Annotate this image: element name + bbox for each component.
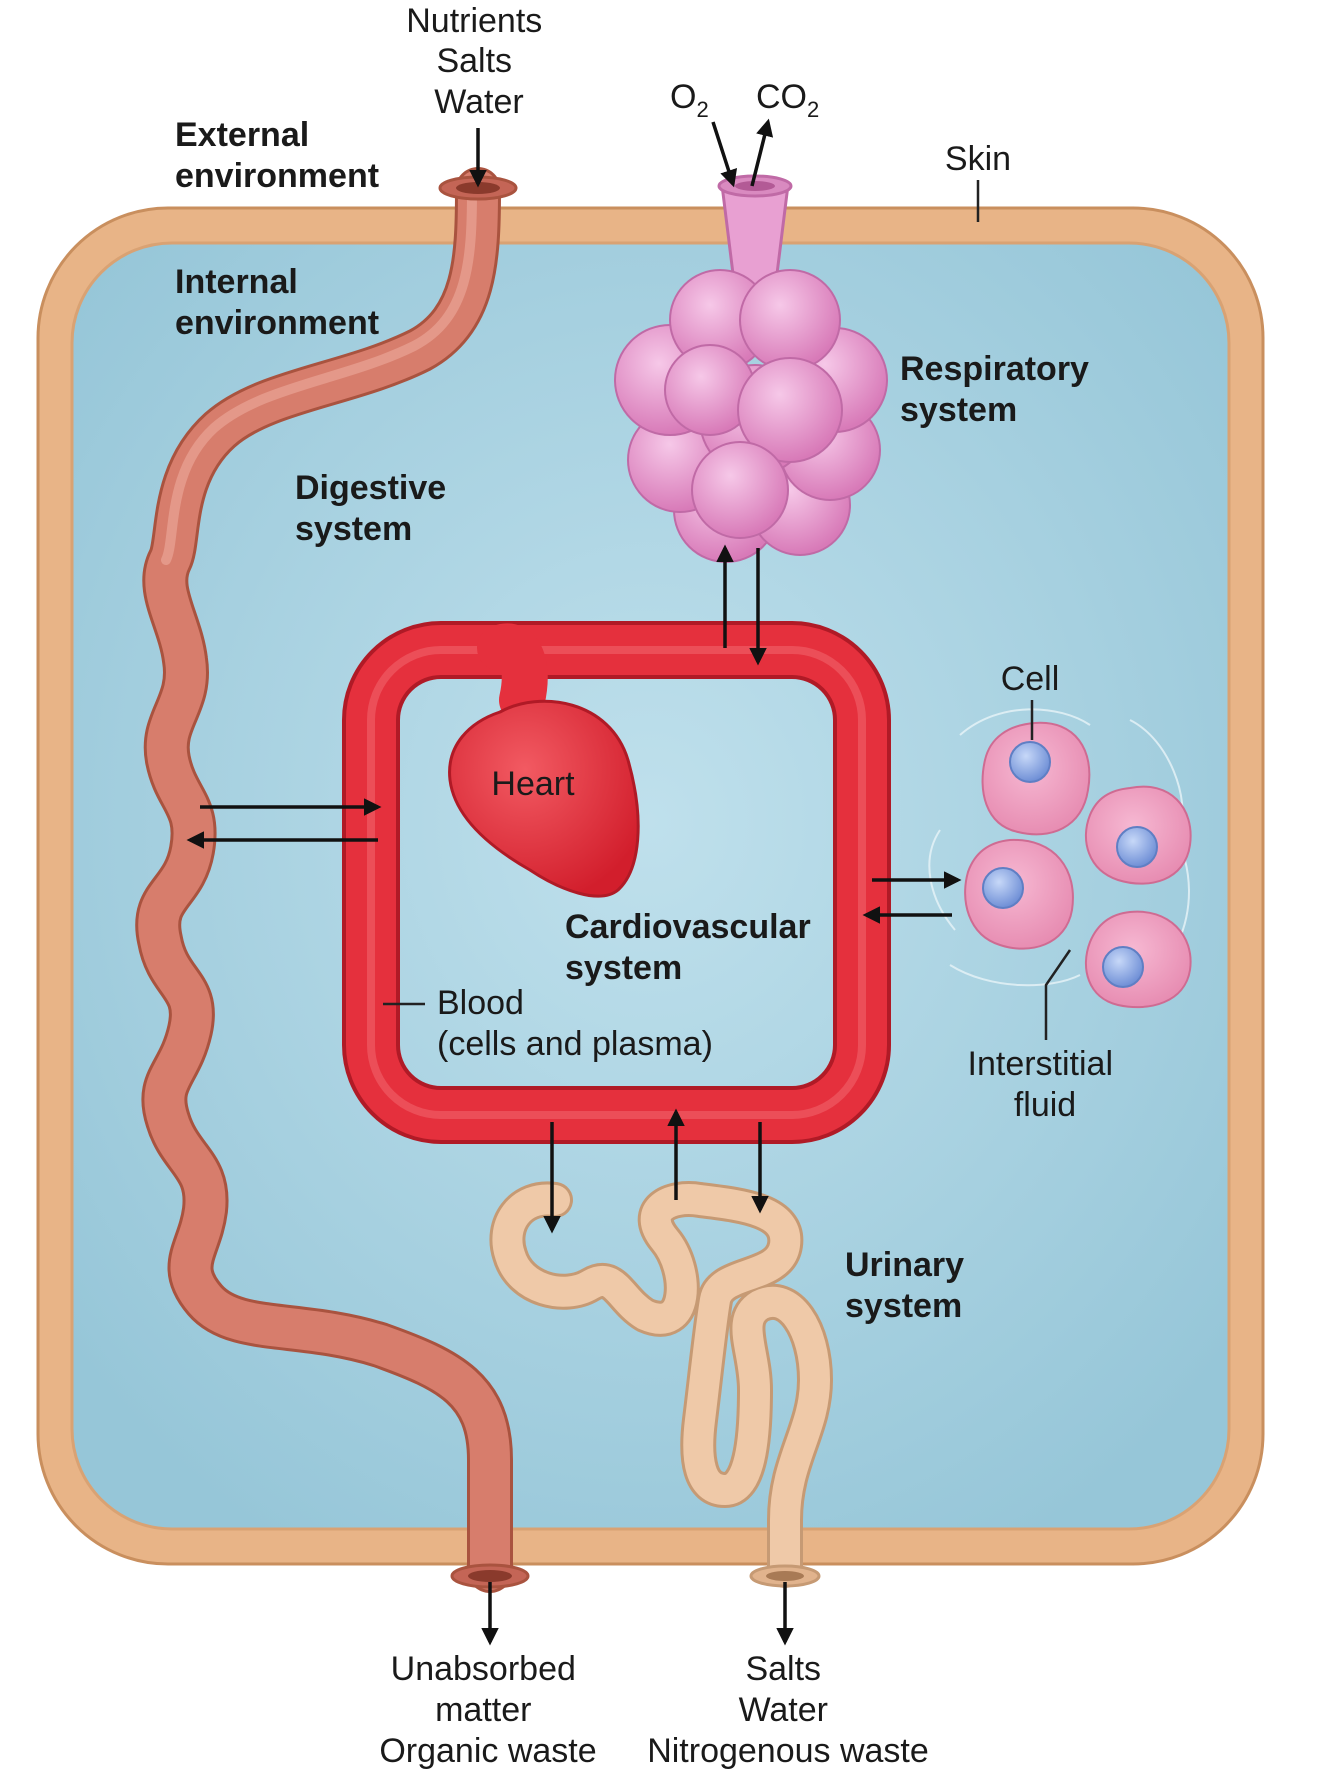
inputs-top-label: Nutrients Salts Water [406, 2, 552, 121]
co2-label: CO2 [756, 78, 819, 122]
respiratory-system [614, 174, 888, 563]
arrow-co2-out [750, 118, 774, 187]
skin-label: Skin [945, 140, 1011, 178]
internal-environment-label: Internal environment [175, 263, 379, 342]
respiratory-system-label: Respiratory system [900, 350, 1098, 429]
cell-nucleus [982, 867, 1024, 909]
heart-label: Heart [491, 765, 575, 803]
interstitial-fluid-label: Interstitial fluid [968, 1045, 1123, 1124]
external-environment-label: External environment [175, 116, 379, 195]
cell-nucleus [1102, 946, 1144, 988]
cardiovascular-system-label: Cardiovascular system [565, 908, 820, 987]
cell-nucleus [1009, 741, 1051, 783]
cardiovascular-loop [342, 621, 891, 1144]
exchange-arrows [186, 118, 962, 1646]
digestive-system-label: Digestive system [295, 469, 456, 548]
blood-label: Blood (cells and plasma) [437, 984, 713, 1063]
interstitial-leader [1044, 949, 1072, 1040]
heart-shape [448, 699, 640, 898]
digestive-tract [135, 167, 530, 1593]
arrow-o2-in [711, 121, 738, 188]
urinary-system [489, 1181, 833, 1588]
outputs-digestive-label: Unabsorbed matter Organic waste [379, 1650, 596, 1770]
o2-label: O2 [670, 78, 709, 122]
urinary-system-label: Urinary system [845, 1246, 974, 1325]
cell-cluster [964, 721, 1192, 1009]
outputs-urinary-label: Salts Water Nitrogenous waste [647, 1650, 929, 1770]
cell-nucleus [1116, 826, 1158, 868]
internal-fluid [70, 241, 1231, 1531]
cell-label: Cell [1001, 660, 1060, 698]
